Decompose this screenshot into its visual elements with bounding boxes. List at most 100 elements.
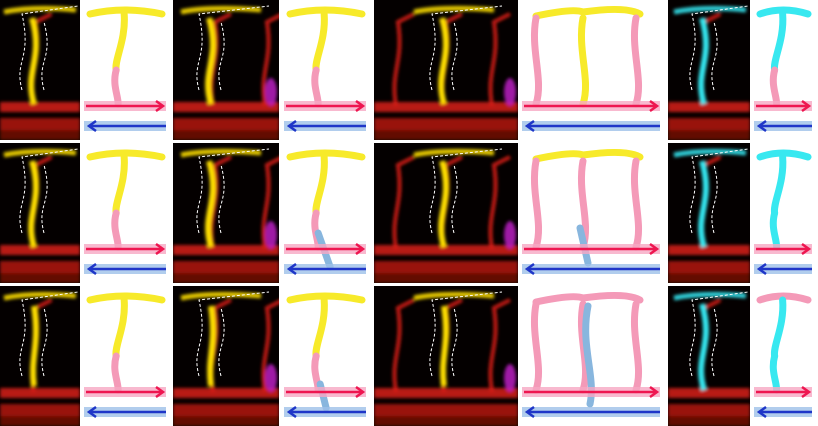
micrograph-panel: [0, 143, 80, 283]
schematic-panel: [518, 0, 666, 140]
schematic-vertical-vessel: [769, 352, 781, 394]
vertical-vessel: [488, 298, 511, 393]
horizontal-vessel: [173, 102, 279, 112]
schematic-vertical-vessel: [769, 66, 781, 108]
schematic-vertical-vessel: [111, 352, 122, 394]
schematic-panel: [80, 0, 172, 140]
highlighted-vessel: [438, 17, 449, 105]
highlighted-vessel: [698, 17, 709, 105]
highlighted-vessel: [698, 303, 709, 391]
horizontal-vessel: [0, 388, 80, 398]
schematic-panel: [518, 143, 666, 283]
dashed-outline: [429, 148, 503, 234]
schematic-vertical-vessel: [111, 209, 122, 251]
horizontal-vessel: [173, 404, 279, 416]
horizontal-vessel: [173, 261, 279, 273]
vertical-vessel: [261, 299, 279, 393]
schematic-vertical-vessel: [769, 209, 781, 251]
schematic-top-vessel: [532, 291, 644, 306]
dashed-outline: [41, 307, 48, 377]
dashed-outline: [41, 164, 48, 234]
dashed-outline: [451, 307, 458, 377]
schematic-vertical-vessel: [770, 153, 787, 217]
horizontal-vessel: [374, 102, 518, 112]
micrograph-panel: [0, 0, 80, 140]
dashed-outline: [429, 5, 503, 91]
schematic-vertical-vessel: [530, 300, 542, 394]
vertical-vessel: [261, 156, 279, 250]
schematic-panel: [750, 143, 818, 283]
schematic-vertical-vessel: [112, 10, 128, 74]
dashed-outline: [218, 164, 225, 234]
dashed-outline: [429, 291, 503, 377]
horizontal-vessel: [374, 118, 518, 130]
schematic-panel: [750, 0, 818, 140]
schematic-panel: [80, 143, 172, 283]
highlighted-vessel: [28, 160, 39, 248]
schematic-vertical-vessel: [112, 296, 128, 360]
dashed-outline: [41, 21, 48, 91]
horizontal-vessel: [0, 118, 80, 130]
schematic-vertical-vessel: [630, 14, 642, 108]
schematic-top-vessel: [532, 148, 644, 163]
horizontal-vessel: [668, 118, 750, 130]
schematic-vertical-vessel: [530, 14, 542, 108]
dashed-outline: [218, 21, 225, 91]
horizontal-vessel: [374, 388, 518, 398]
dashed-outline: [711, 21, 718, 91]
schematic-vertical-vessel: [630, 300, 642, 394]
schematic-vertical-vessel: [630, 157, 642, 251]
schematic-top-vessel: [756, 292, 812, 304]
dashed-outline: [689, 291, 749, 377]
horizontal-vessel: [173, 118, 279, 130]
dashed-outline: [196, 291, 270, 377]
schematic-vertical-vessel: [770, 296, 787, 360]
vertical-vessel: [488, 155, 511, 250]
highlighted-vessel: [438, 160, 449, 248]
schematic-panel: [750, 286, 818, 426]
horizontal-vessel: [0, 404, 80, 416]
micrograph-panel: [374, 0, 518, 140]
schematic-vertical-vessel: [577, 14, 589, 108]
micrograph-panel: [173, 286, 279, 426]
schematic-vertical-vessel: [312, 153, 328, 217]
dashed-outline: [711, 164, 718, 234]
micrograph-panel: [668, 286, 750, 426]
schematic-top-vessel: [756, 6, 812, 18]
horizontal-vessel: [668, 261, 750, 273]
highlighted-vessel: [28, 17, 39, 105]
horizontal-vessel: [668, 102, 750, 112]
schematic-top-vessel: [86, 292, 166, 304]
schematic-panel: [280, 0, 372, 140]
highlighted-vessel: [205, 17, 216, 105]
dashed-outline: [451, 164, 458, 234]
highlighted-vessel: [440, 305, 449, 387]
horizontal-vessel: [668, 388, 750, 398]
micrograph-panel: [668, 0, 750, 140]
horizontal-vessel: [0, 102, 80, 112]
vertical-vessel: [261, 13, 279, 107]
dashed-outline: [689, 148, 749, 234]
schematic-vertical-vessel: [311, 66, 322, 108]
schematic-vertical-vessel: [111, 66, 122, 108]
vertical-vessel: [392, 155, 415, 250]
dashed-outline: [196, 148, 270, 234]
horizontal-vessel: [173, 245, 279, 255]
horizontal-vessel: [374, 245, 518, 255]
micrograph-panel: [374, 286, 518, 426]
schematic-panel: [280, 143, 372, 283]
schematic-panel: [280, 286, 372, 426]
schematic-vertical-vessel: [312, 296, 328, 360]
highlighted-vessel: [698, 160, 709, 248]
highlighted-vessel: [207, 305, 216, 387]
dashed-outline: [711, 307, 718, 377]
schematic-top-vessel: [286, 149, 366, 161]
schematic-top-vessel: [86, 6, 166, 18]
schematic-top-vessel: [756, 149, 812, 161]
horizontal-vessel: [374, 261, 518, 273]
horizontal-vessel: [374, 404, 518, 416]
horizontal-vessel: [668, 245, 750, 255]
micrograph-panel: [668, 143, 750, 283]
micrograph-panel: [173, 0, 279, 140]
